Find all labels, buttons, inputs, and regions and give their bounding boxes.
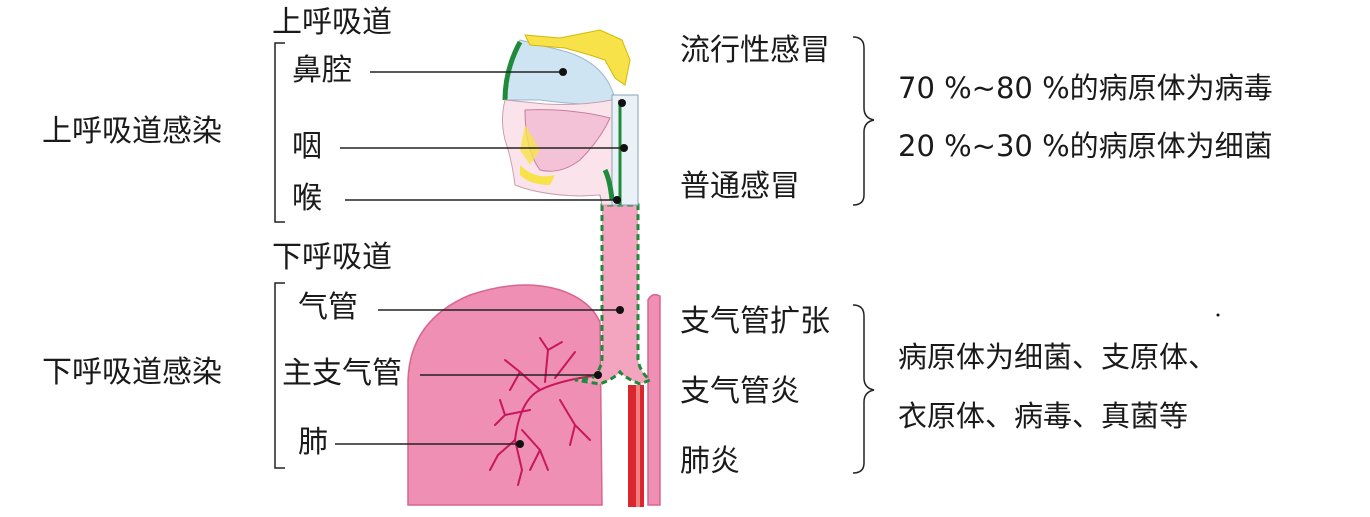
bronchial-tree [489,337,601,486]
pointer-dots [516,68,1220,448]
trachea-label: 气管 [298,290,358,325]
lung-label: 肺 [298,425,328,460]
right-lung [647,293,661,506]
skull-bone [524,29,631,86]
upper-bracket [274,42,285,223]
lower-pathogen-line-1: 病原体为细菌、支原体、 [898,340,1218,374]
lower-airway-heading: 下呼吸道 [272,240,392,275]
larynx-label: 喉 [292,181,322,216]
pharynx-label: 咽 [292,129,322,164]
upper-pathogen-line-2: 20 %~30 %的病原体为细菌 [898,129,1273,163]
bronchitis-label: 支气管炎 [680,374,800,409]
common-cold-label: 普通感冒 [680,169,800,204]
upper-airway-heading: 上呼吸道 [272,5,392,40]
nasal-cavity-label: 鼻腔 [292,53,352,88]
left-lung [407,284,603,506]
upper-infection-label: 上呼吸道感染 [42,114,222,149]
lower-infection-label: 下呼吸道感染 [42,355,222,390]
lower-bracket [274,282,285,469]
pneumonia-label: 肺炎 [680,444,740,479]
lower-pathogen-line-2: 衣原体、病毒、真菌等 [898,399,1189,433]
upper-pathogen-line-1: 70 %~80 %的病原体为病毒 [898,71,1273,105]
bronchiectasis-label: 支气管扩张 [680,304,830,339]
pointer-lines [335,71,624,445]
lower-brace [852,304,875,474]
upper-brace [852,36,875,206]
influenza-label: 流行性感冒 [680,33,830,68]
main-bronchus-label: 主支气管 [282,356,402,391]
